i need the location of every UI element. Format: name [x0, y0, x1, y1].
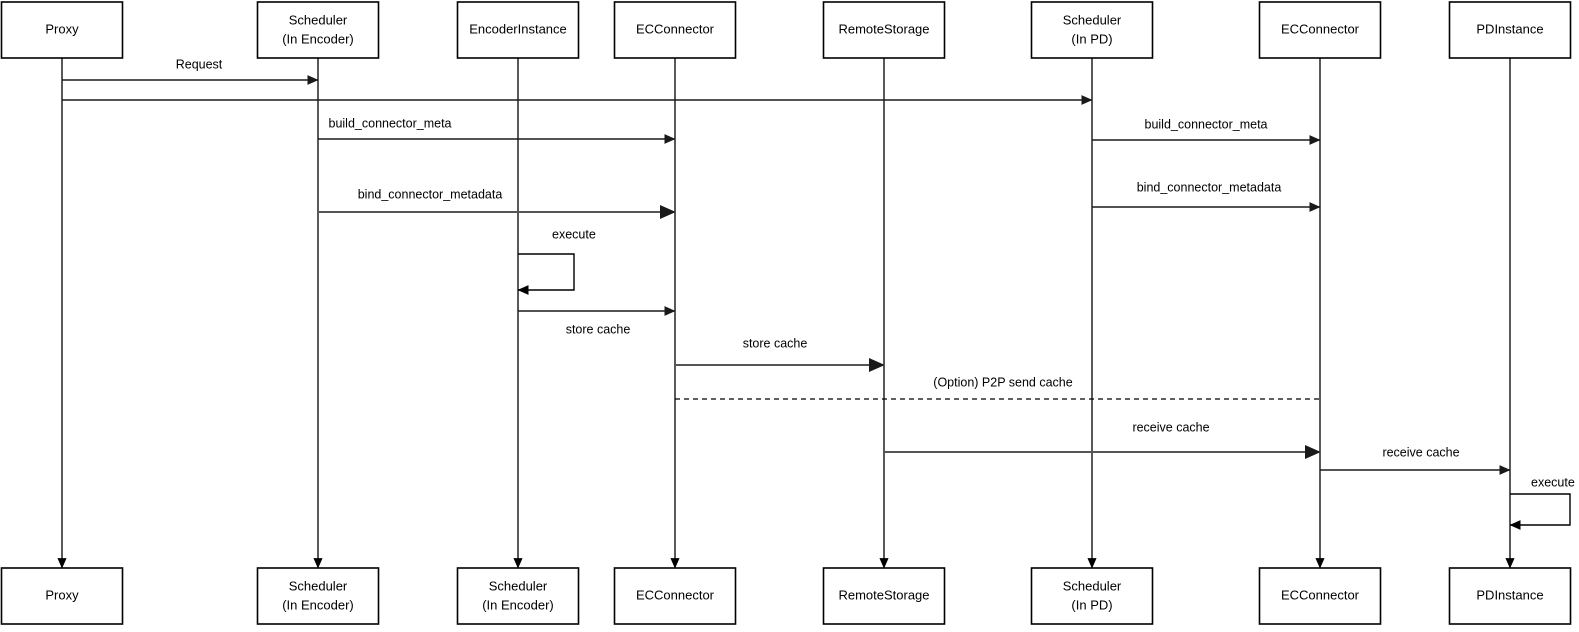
message-m11: receive cache — [1320, 445, 1511, 475]
message-label: bind_connector_metadata — [1137, 180, 1282, 194]
participant-label: ECConnector — [636, 587, 715, 602]
participant-box-ecc_pd-top[interactable]: ECConnector — [1258, 1, 1382, 59]
participant-sublabel: (In Encoder) — [482, 597, 554, 612]
participant-box-proxy-bottom[interactable]: Proxy — [0, 567, 124, 625]
message-m5: bind_connector_metadata — [318, 187, 676, 220]
participant-label: Scheduler — [289, 12, 348, 27]
participant-box-sched_enc-bottom[interactable]: Scheduler (In Encoder) — [256, 567, 380, 625]
message-label: build_connector_meta — [329, 116, 452, 130]
message-m3: build_connector_meta — [318, 116, 676, 144]
participant-label: Scheduler — [1063, 12, 1122, 27]
participant-label: ECConnector — [1281, 21, 1360, 36]
participant-box-pd_inst-bottom[interactable]: PDInstance — [1448, 567, 1572, 625]
participant-box-remote-top[interactable]: RemoteStorage — [822, 1, 946, 59]
participant-box-ecc_enc-top[interactable]: ECConnector — [613, 1, 737, 59]
messages-layer: Request build_connector_meta build_connect… — [62, 57, 1511, 475]
participant-label: RemoteStorage — [838, 587, 929, 602]
message-m8: store cache — [675, 336, 885, 373]
participant-sublabel: (In PD) — [1071, 597, 1112, 612]
participant-box-sched_pd-top[interactable]: Scheduler (In PD) — [1030, 1, 1154, 59]
lifelines-layer — [57, 58, 1515, 569]
self-message-s1: execute — [517, 227, 596, 295]
participant-label: Proxy — [45, 587, 79, 602]
self-message-path — [1509, 493, 1571, 530]
message-m6: bind_connector_metadata — [1092, 180, 1321, 212]
participant-label: RemoteStorage — [838, 21, 929, 36]
participant-sublabel: (In PD) — [1071, 31, 1112, 46]
message-m1: Request — [62, 57, 319, 85]
participant-box-pd_inst-top[interactable]: PDInstance — [1448, 1, 1572, 59]
participant-box-remote-bottom[interactable]: RemoteStorage — [822, 567, 946, 625]
participant-sublabel: (In Encoder) — [282, 31, 354, 46]
message-label: store cache — [743, 336, 808, 350]
self-message-path — [517, 253, 575, 295]
participant-box-sched_enc-top[interactable]: Scheduler (In Encoder) — [256, 1, 380, 59]
participant-label: EncoderInstance — [469, 21, 567, 36]
participant-label: Scheduler — [1063, 578, 1122, 593]
participant-box-encoder_inst-top[interactable]: EncoderInstance — [456, 1, 580, 59]
participant-box-proxy-top[interactable]: Proxy — [0, 1, 124, 59]
message-label: receive cache — [1132, 420, 1209, 434]
message-m4: build_connector_meta — [1092, 117, 1321, 145]
message-label: receive cache — [1382, 445, 1459, 459]
bottom-participant-boxes: Proxy Scheduler (In Encoder) Scheduler (In E… — [0, 567, 1572, 625]
participant-label: Proxy — [45, 21, 79, 36]
message-m7: store cache — [518, 306, 676, 336]
participant-label: ECConnector — [1281, 587, 1360, 602]
participant-sublabel: (In Encoder) — [282, 597, 354, 612]
participant-box-encoder_inst-bottom[interactable]: Scheduler (In Encoder) — [456, 567, 580, 625]
self-message-s2: execute — [1509, 475, 1575, 530]
self-message-label: execute — [552, 227, 596, 241]
participant-label: PDInstance — [1476, 587, 1543, 602]
self-messages-layer: execute execute — [517, 227, 1575, 530]
participant-box-ecc_pd-bottom[interactable]: ECConnector — [1258, 567, 1382, 625]
message-label: Request — [176, 57, 223, 71]
participant-box-sched_pd-bottom[interactable]: Scheduler (In PD) — [1030, 567, 1154, 625]
message-label: (Option) P2P send cache — [933, 375, 1072, 389]
participant-label: ECConnector — [636, 21, 715, 36]
self-message-label: execute — [1531, 475, 1575, 489]
participant-label: PDInstance — [1476, 21, 1543, 36]
message-label: store cache — [566, 322, 631, 336]
message-label: bind_connector_metadata — [358, 187, 503, 201]
participant-label: Scheduler — [289, 578, 348, 593]
participant-label: Scheduler — [489, 578, 548, 593]
message-m9: (Option) P2P send cache — [675, 375, 1320, 400]
top-participant-boxes: Proxy Scheduler (In Encoder) EncoderInstanc… — [0, 1, 1572, 59]
message-m10: receive cache — [884, 420, 1321, 460]
participant-box-ecc_enc-bottom[interactable]: ECConnector — [613, 567, 737, 625]
message-label: build_connector_meta — [1145, 117, 1268, 131]
